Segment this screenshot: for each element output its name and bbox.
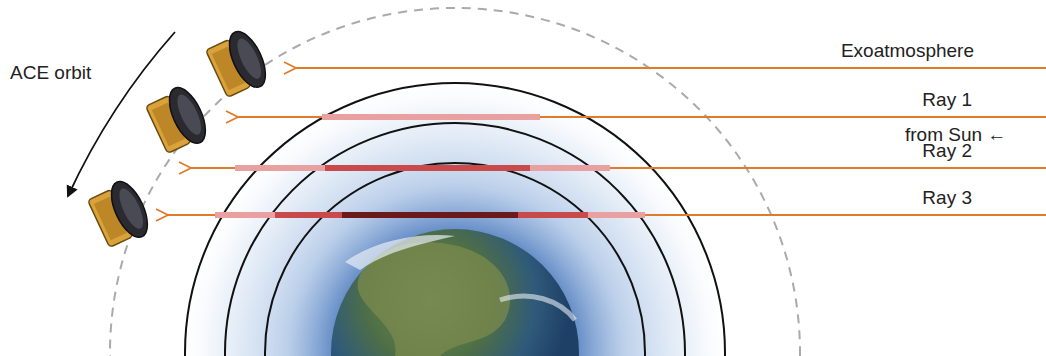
absorption: [342, 212, 518, 218]
orbit-label: ACE orbit: [10, 62, 91, 84]
spacecraft: [204, 26, 273, 101]
absorption: [325, 165, 530, 171]
absorption: [275, 212, 342, 218]
clouds: [345, 235, 455, 270]
spacecraft: [144, 82, 213, 157]
absorption: [322, 114, 540, 120]
spacecraft: [86, 176, 155, 251]
sun-label: from Sun ←: [905, 124, 1006, 146]
shell: [265, 163, 645, 356]
ray-label: Ray 3: [922, 187, 972, 209]
shell: [185, 83, 725, 356]
shell: [225, 123, 685, 356]
absorption: [588, 212, 645, 218]
continent: [358, 242, 511, 356]
absorption: [215, 212, 275, 218]
ray-label: Exoatmosphere: [841, 40, 974, 62]
orbit-path: [110, 8, 800, 356]
absorption: [518, 212, 588, 218]
absorption: [530, 165, 610, 171]
earth: [331, 229, 579, 356]
ray: [296, 67, 1046, 69]
clouds: [500, 296, 575, 320]
absorption: [235, 165, 325, 171]
ray-label: Ray 1: [922, 89, 972, 111]
atmosphere: [183, 81, 727, 356]
